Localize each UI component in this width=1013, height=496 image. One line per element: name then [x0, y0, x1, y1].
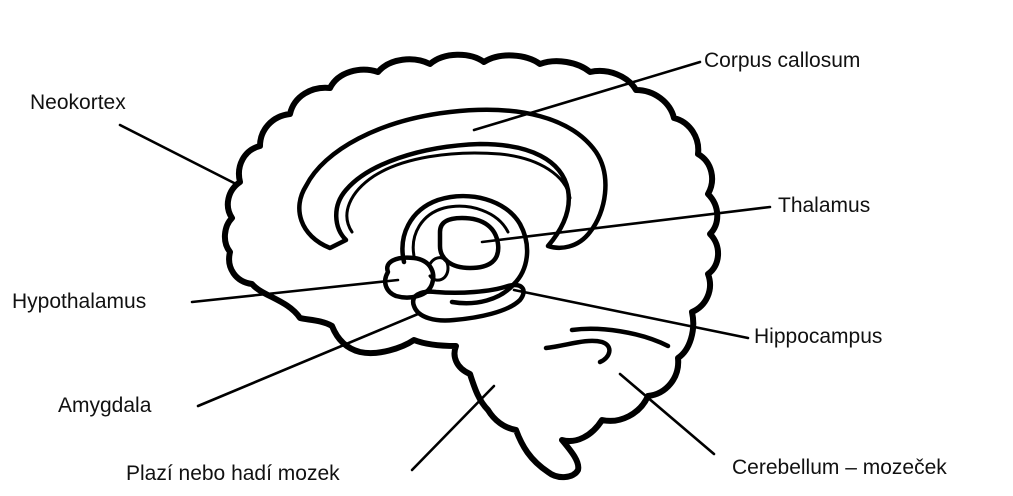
label-plazi-mozek: Plazí nebo hadí mozek [126, 463, 340, 484]
label-corpus-callosum: Corpus callosum [704, 50, 860, 71]
leader-amygdala [198, 314, 418, 406]
label-amygdala: Amygdala [58, 395, 151, 416]
label-neokortex: Neokortex [30, 92, 126, 113]
label-hypothalamus: Hypothalamus [12, 291, 146, 312]
leader-thalamus [482, 207, 770, 242]
thalamus-shape [440, 218, 498, 268]
label-cerebellum: Cerebellum – mozeček [732, 457, 947, 478]
leader-plazi-mozek [412, 386, 494, 470]
cerebellum-fold-lower [546, 341, 609, 362]
leader-hypothalamus [192, 280, 398, 302]
leader-neokortex [120, 125, 238, 185]
leader-hippocampus [514, 290, 748, 338]
label-thalamus: Thalamus [778, 195, 870, 216]
label-hippocampus: Hippocampus [754, 326, 882, 347]
